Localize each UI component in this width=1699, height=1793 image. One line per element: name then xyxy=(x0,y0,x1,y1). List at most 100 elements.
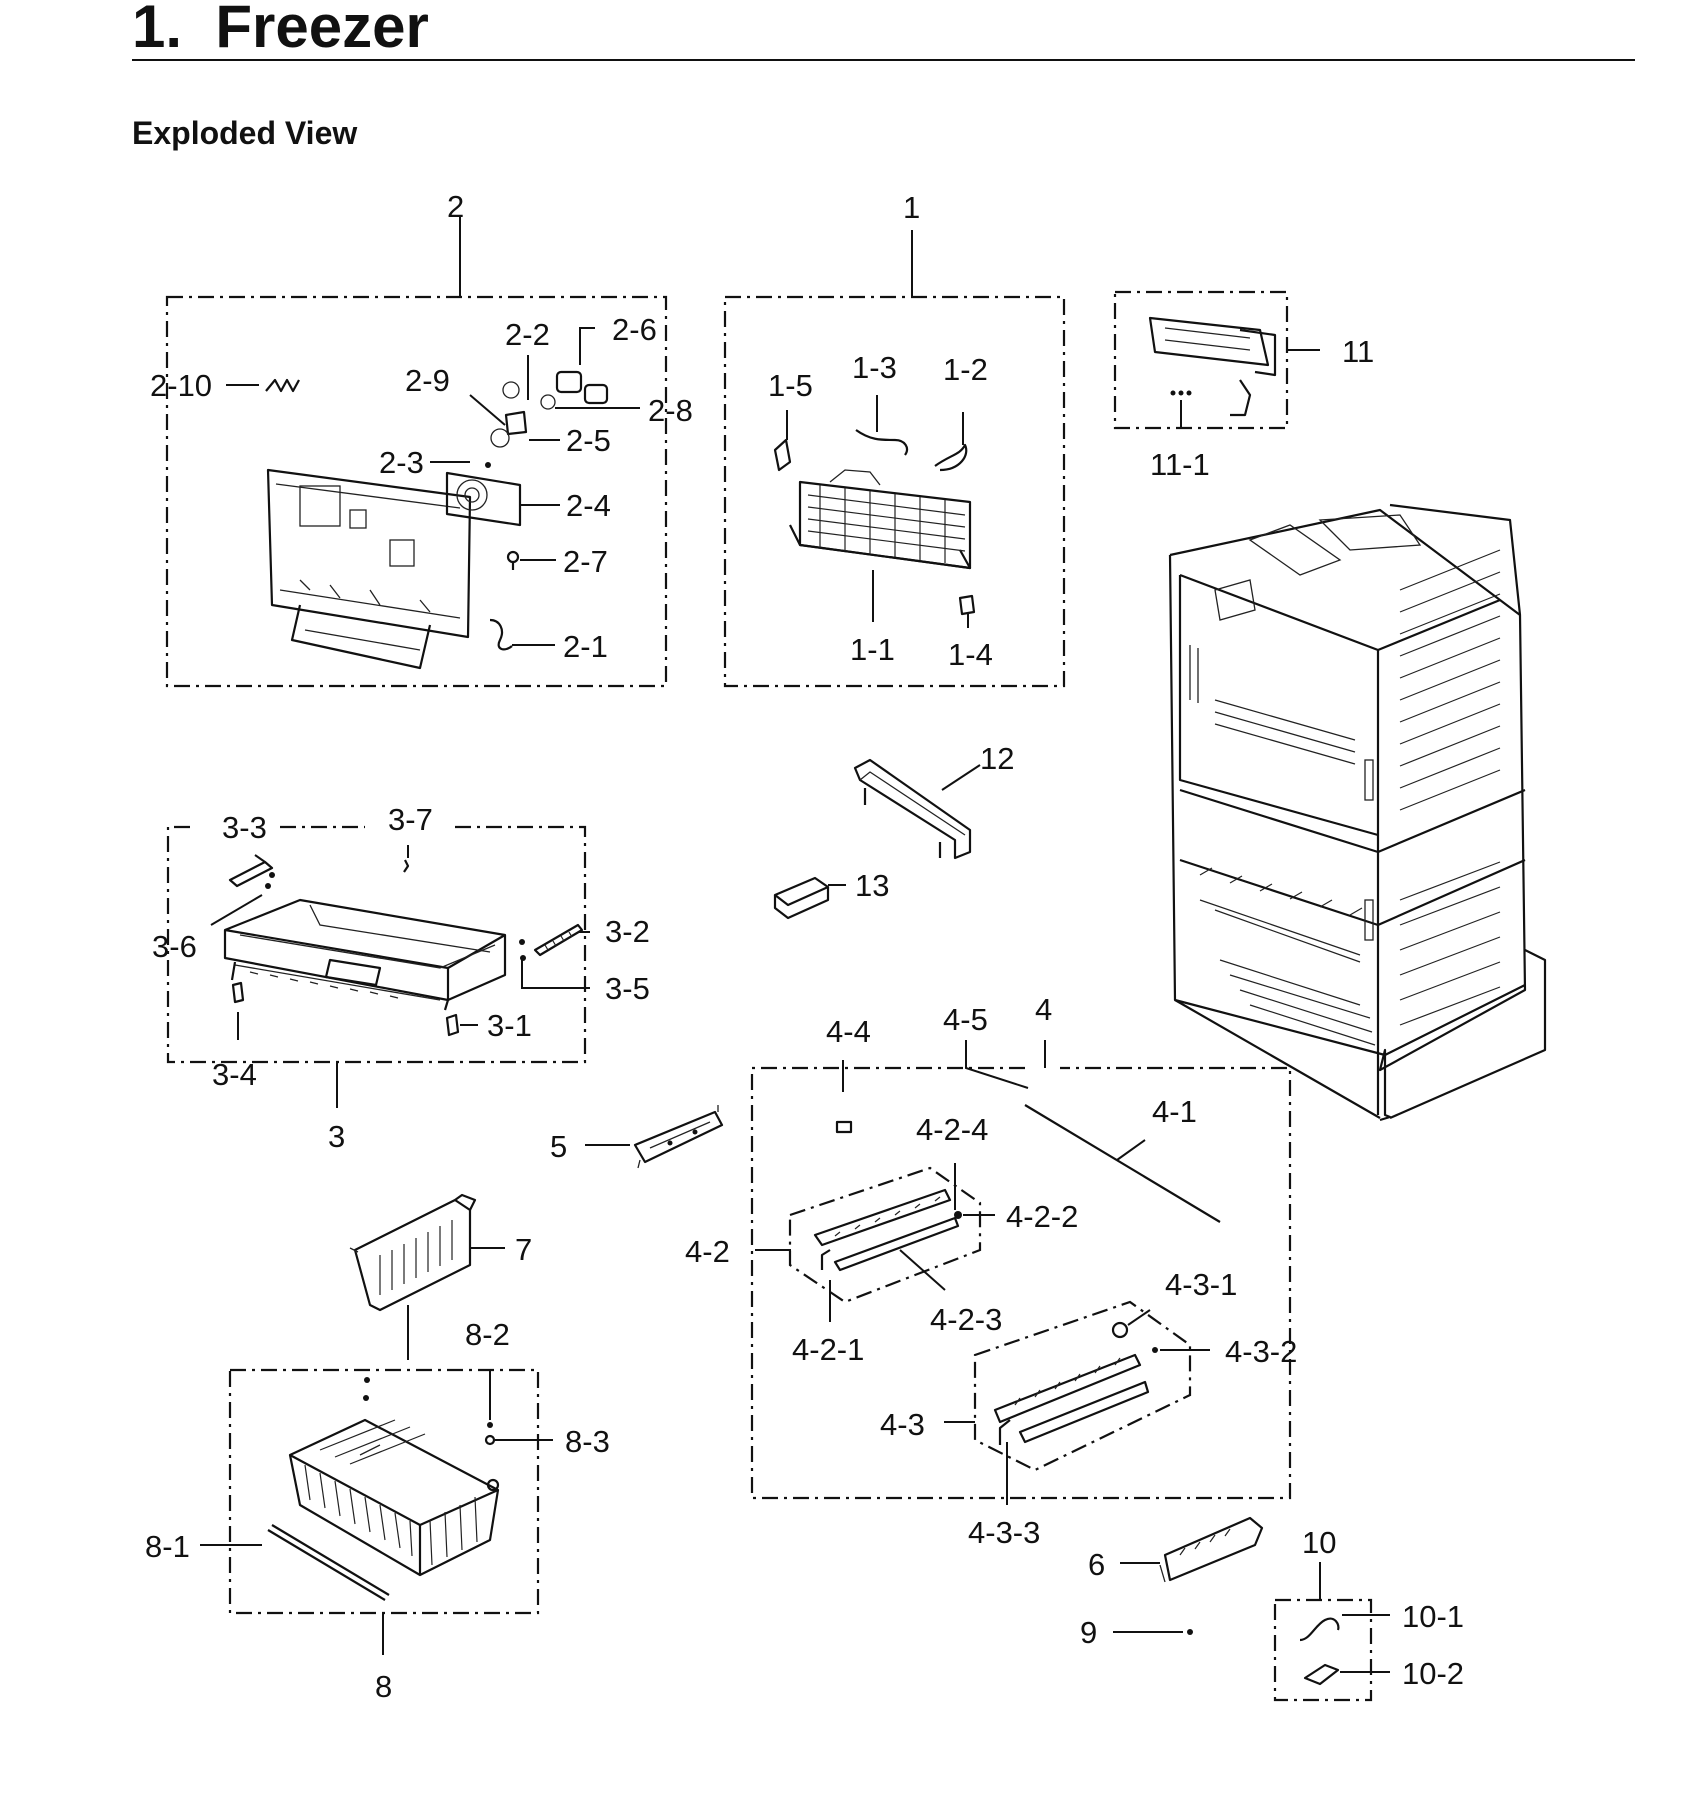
page-title: 1. Freezer xyxy=(132,0,429,60)
callout-10-2: 10-2 xyxy=(1402,1656,1464,1691)
part-5-bracket xyxy=(633,1105,724,1169)
callout-13: 13 xyxy=(855,868,889,903)
rod-4-1 xyxy=(1024,1104,1221,1223)
rail-3-2 xyxy=(533,923,584,957)
callout-4: 4 xyxy=(1035,992,1052,1027)
evaporator-coil xyxy=(789,469,972,570)
callout-2: 2 xyxy=(447,189,464,224)
callout-1-5: 1-5 xyxy=(768,368,813,403)
callout-3-2: 3-2 xyxy=(605,914,650,949)
screw xyxy=(506,550,520,570)
callout-11: 11 xyxy=(1342,334,1374,369)
callout-3-1: 3-1 xyxy=(487,1008,532,1043)
callout-12: 12 xyxy=(980,741,1014,776)
callout-2-1: 2-1 xyxy=(563,629,608,664)
heater-wire xyxy=(934,443,968,472)
part-13-block xyxy=(773,876,830,920)
group-2-evaporator-cover: 2 2-4 2- xyxy=(150,189,693,688)
clip-3-7 xyxy=(403,859,410,873)
sensor-harness xyxy=(855,429,909,456)
part-12-cover xyxy=(853,758,972,860)
group-8-boundary xyxy=(228,1368,540,1615)
callout-4-2-4: 4-2-4 xyxy=(916,1112,988,1147)
callout-4-2-3: 4-2-3 xyxy=(930,1302,1002,1337)
callout-2-4: 2-4 xyxy=(566,488,611,523)
group-1-boundary xyxy=(723,295,1066,688)
fan-bracket xyxy=(445,471,522,527)
group-10: 10 10-1 10-2 xyxy=(1273,1525,1464,1702)
group-4-boundary xyxy=(750,1066,1292,1500)
callout-4-1: 4-1 xyxy=(1152,1094,1197,1129)
group-3-upper-drawer: 3 3-3 3-7 3-6 3-2 3-5 3 xyxy=(152,802,650,1154)
callout-4-2: 4-2 xyxy=(685,1234,730,1269)
fan-motor-parts xyxy=(485,370,609,468)
rail-8-1 xyxy=(267,1524,390,1601)
callout-2-7: 2-7 xyxy=(563,544,608,579)
callout-4-3: 4-3 xyxy=(880,1407,925,1442)
clip-part xyxy=(265,378,300,393)
subgroup-4-2-boundary xyxy=(788,1166,982,1304)
callout-10-1: 10-1 xyxy=(1402,1599,1464,1634)
callout-2-10: 2-10 xyxy=(150,368,212,403)
sensor-wire xyxy=(489,618,513,651)
title-rule xyxy=(132,59,1635,61)
callout-3-3: 3-3 xyxy=(222,810,267,845)
screws-11-1 xyxy=(1170,390,1192,396)
ice-maker xyxy=(1148,316,1277,417)
callout-7: 7 xyxy=(515,1232,532,1267)
callout-8-2: 8-2 xyxy=(465,1317,510,1352)
callout-9: 9 xyxy=(1080,1615,1097,1650)
rail-4-3 xyxy=(993,1321,1150,1445)
callout-4-2-2: 4-2-2 xyxy=(1006,1199,1078,1234)
drawer-body xyxy=(223,898,507,1011)
callout-3-5: 3-5 xyxy=(605,971,650,1006)
rail-bracket-3-3 xyxy=(228,860,274,888)
group-2-boundary xyxy=(165,295,668,688)
page-subtitle: Exploded View xyxy=(132,115,358,151)
callout-1-3: 1-3 xyxy=(852,350,897,385)
callout-2-9: 2-9 xyxy=(405,363,450,398)
callout-1-1: 1-1 xyxy=(850,632,895,667)
group-1-evaporator: 1 1-1 1-2 1-3 1-5 1-4 xyxy=(723,190,1066,688)
group-8-lower-basket: 8 8-1 8-2 8-3 xyxy=(145,1317,610,1704)
wire-10-1 xyxy=(1299,1617,1340,1642)
part-6-bracket xyxy=(1159,1516,1264,1583)
connector-10-2 xyxy=(1303,1663,1340,1686)
callout-3-4: 3-4 xyxy=(212,1057,257,1092)
rail-4-2 xyxy=(813,1188,960,1272)
callout-8-3: 8-3 xyxy=(565,1424,610,1459)
group-10-boundary xyxy=(1273,1598,1373,1702)
callout-4-4: 4-4 xyxy=(826,1014,871,1049)
evaporator-cover-panel xyxy=(266,468,472,670)
callout-8-1: 8-1 xyxy=(145,1529,190,1564)
roller-3-1 xyxy=(445,1013,460,1037)
thermistor xyxy=(958,594,976,616)
callout-11-1: 11-1 xyxy=(1150,447,1210,482)
callout-3-6: 3-6 xyxy=(152,929,197,964)
callout-2-2: 2-2 xyxy=(505,317,550,352)
group-3-boundary xyxy=(166,825,587,1064)
fuse xyxy=(773,438,792,472)
callout-2-3: 2-3 xyxy=(379,445,424,480)
callout-3-7: 3-7 xyxy=(388,802,433,837)
basket xyxy=(288,1418,500,1577)
callout-8: 8 xyxy=(375,1669,392,1704)
callout-4-3-2: 4-3-2 xyxy=(1225,1334,1297,1369)
callout-4-3-3: 4-3-3 xyxy=(968,1515,1040,1550)
callout-2-6: 2-6 xyxy=(612,312,657,347)
part-7-divider xyxy=(349,1193,477,1312)
callout-4-3-1: 4-3-1 xyxy=(1165,1267,1237,1302)
callout-5: 5 xyxy=(550,1129,567,1164)
callout-1-2: 1-2 xyxy=(943,352,988,387)
callout-2-8: 2-8 xyxy=(648,393,693,428)
part-9-screw xyxy=(1187,1629,1193,1635)
callout-2-5: 2-5 xyxy=(566,423,611,458)
callout-1: 1 xyxy=(903,190,920,225)
group-4-rail-assembly: 4 4-5 4-4 4-1 4-2-2 4-2-4 4-2-3 4-2-1 4-… xyxy=(685,992,1297,1550)
roller-3-4 xyxy=(231,981,245,1004)
subgroup-4-3-boundary xyxy=(973,1300,1192,1472)
group-11-boundary xyxy=(1113,290,1289,430)
callout-6: 6 xyxy=(1088,1547,1105,1582)
group-11-ice-maker: 11 11-1 xyxy=(1113,290,1374,482)
